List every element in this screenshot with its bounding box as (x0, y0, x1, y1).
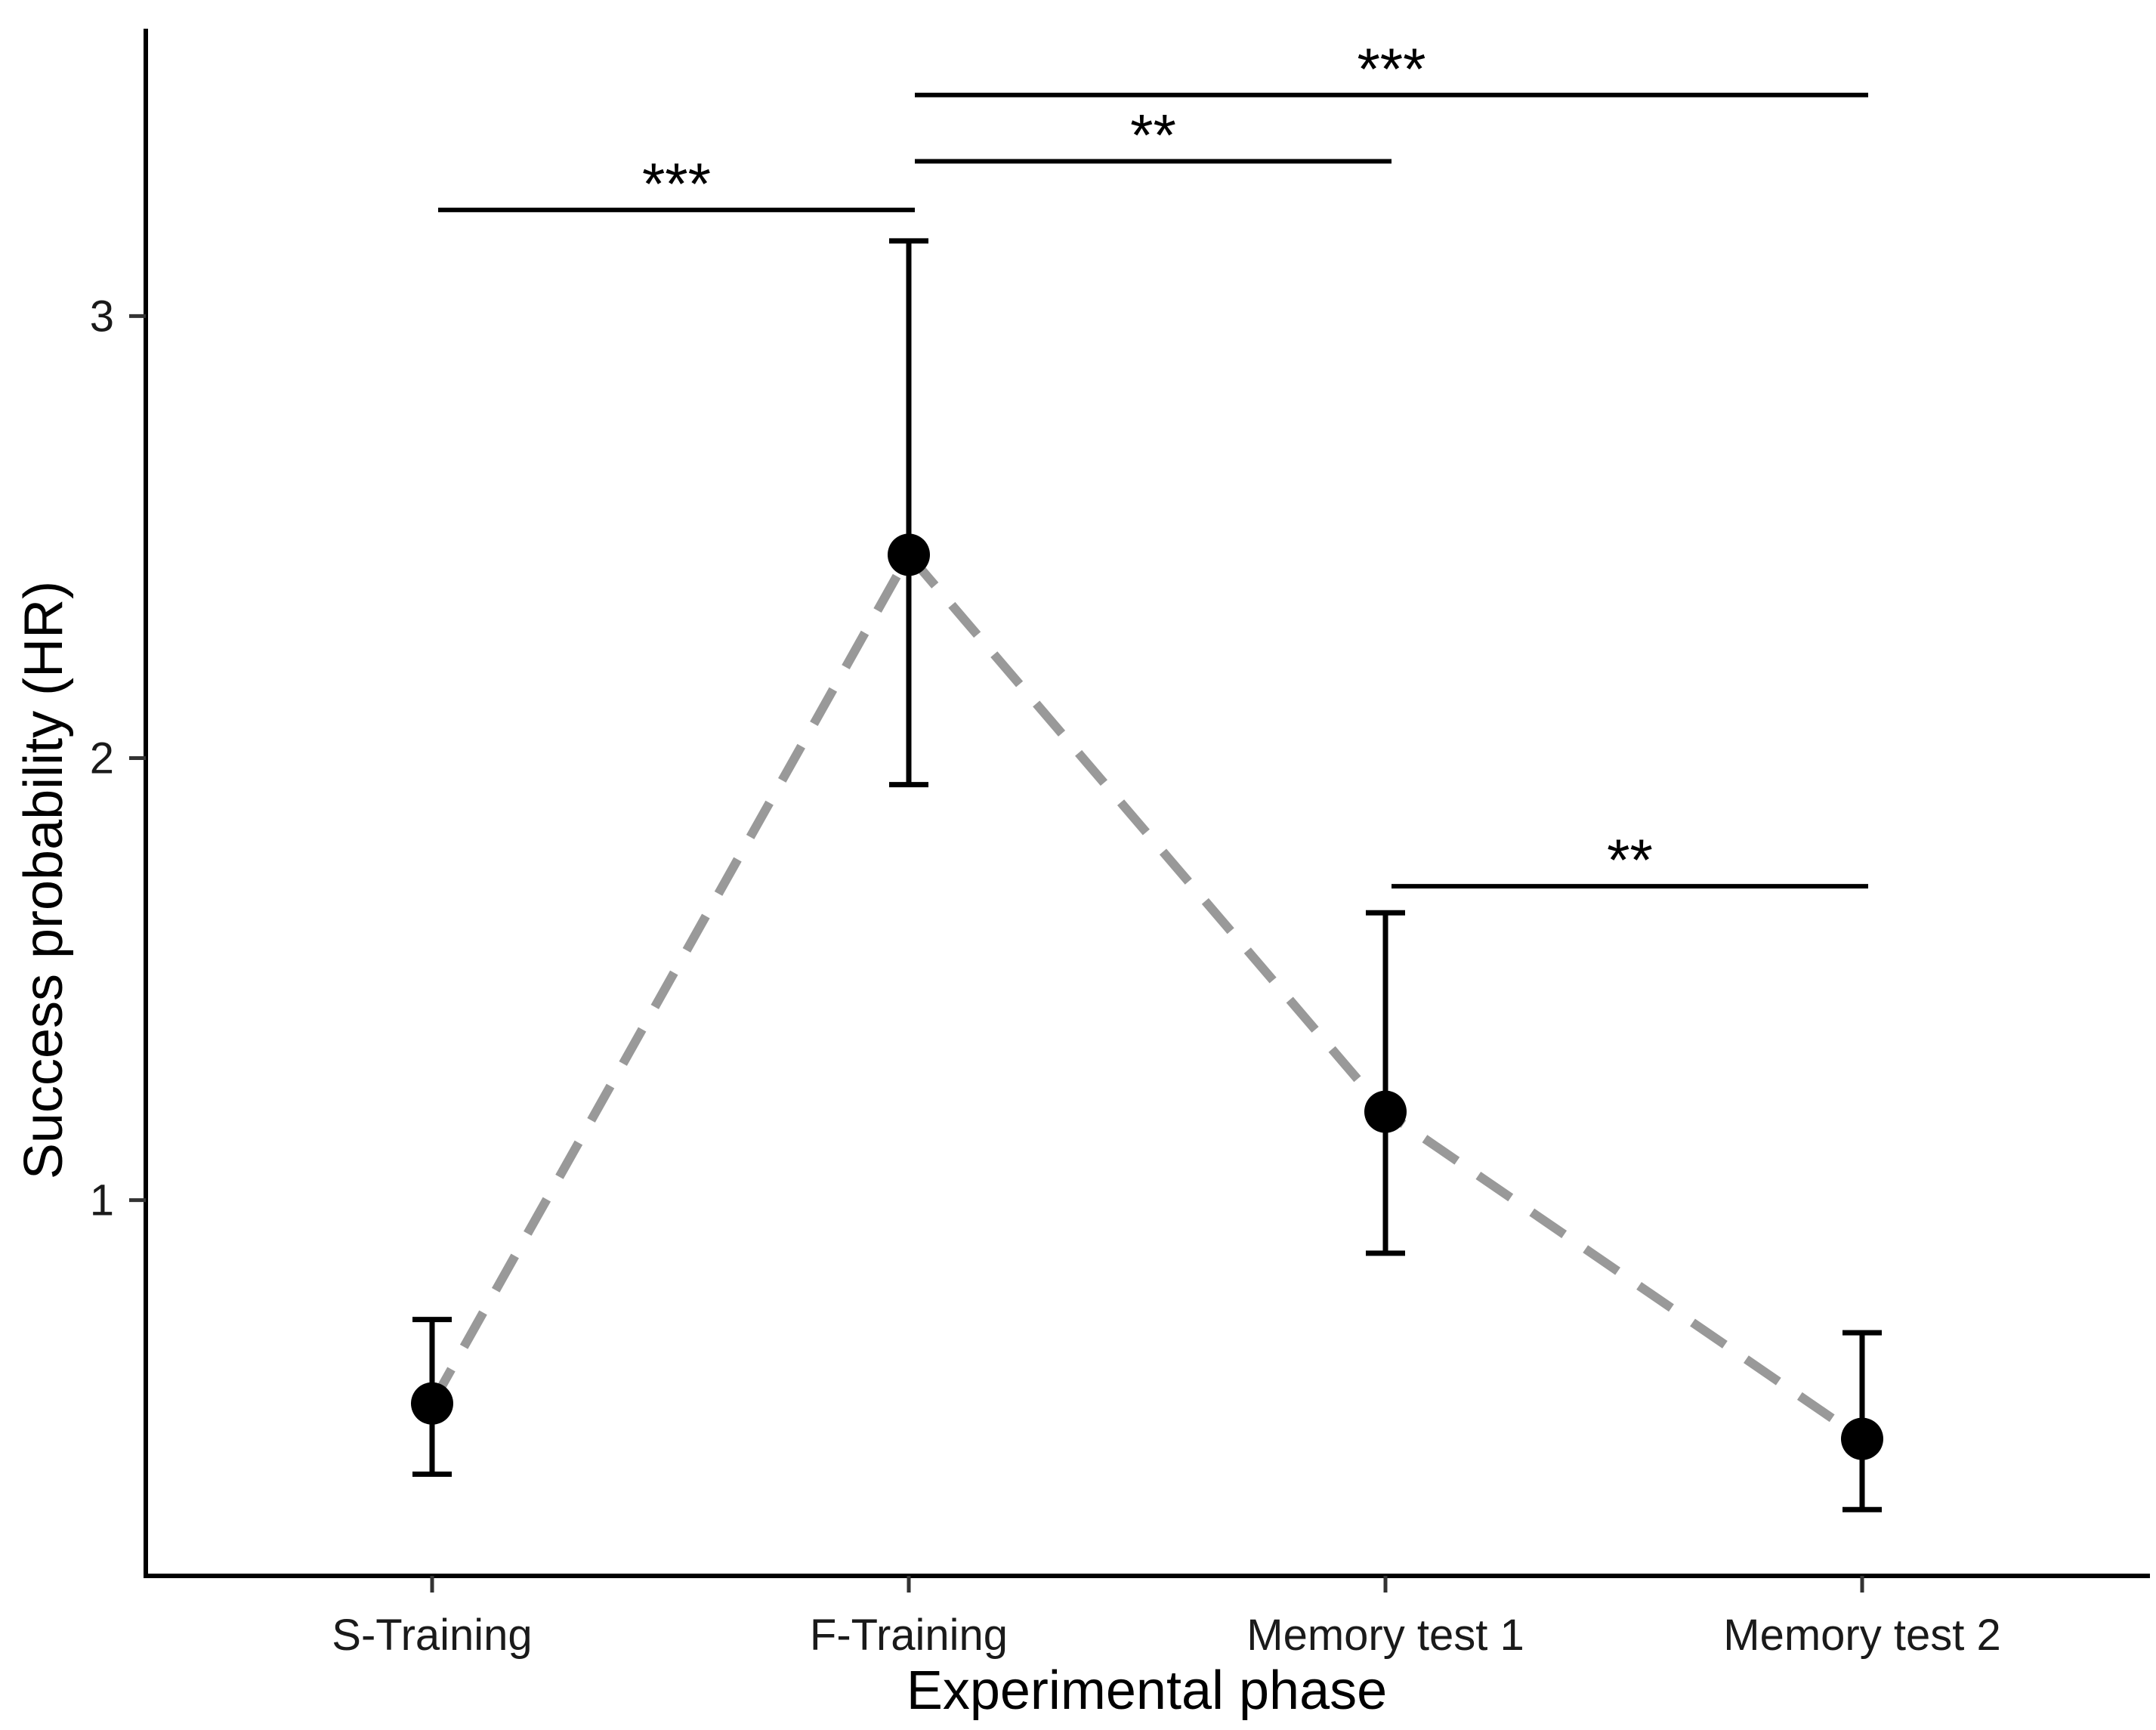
trend-line (428, 546, 1865, 1443)
axes (144, 29, 2150, 1578)
significance-bracket-4: ** (1392, 826, 1868, 893)
significance-label: ** (1130, 102, 1176, 168)
significance-bracket-1: *** (438, 150, 915, 217)
error-bar-2 (889, 238, 928, 788)
x-tick-label-2: F-Training (810, 1611, 1008, 1660)
significance-bracket-2: ** (915, 102, 1392, 168)
axis-ticks: 1 2 3S-Training F-Training Memory test 1 Memo… (90, 292, 2001, 1660)
error-bars (412, 238, 1882, 1512)
x-tick-label-3: Memory test 1 (1246, 1611, 1524, 1660)
data-points (411, 533, 1883, 1460)
trend-line-layer (428, 546, 1865, 1443)
data-point-3 (1364, 1090, 1407, 1133)
data-point-1 (411, 1382, 453, 1425)
x-axis-title: Experimental phase (907, 1660, 1387, 1721)
significance-label: ** (1607, 826, 1653, 893)
x-tick-label-4: Memory test 2 (1723, 1611, 2000, 1660)
y-axis-title: Success probability (HR) (14, 581, 74, 1179)
y-tick-label-3: 3 (90, 292, 114, 341)
y-tick-label-1: 1 (90, 1176, 114, 1225)
significance-bracket-3: *** (915, 36, 1868, 102)
error-bar-3 (1366, 910, 1405, 1256)
x-tick-label-1: S-Training (332, 1611, 532, 1660)
significance-brackets: ********** (438, 36, 1868, 893)
data-point-2 (888, 533, 930, 576)
significance-label: *** (642, 150, 711, 217)
y-tick-label-2: 2 (90, 734, 114, 783)
data-point-4 (1841, 1417, 1883, 1460)
significance-label: *** (1357, 36, 1425, 102)
